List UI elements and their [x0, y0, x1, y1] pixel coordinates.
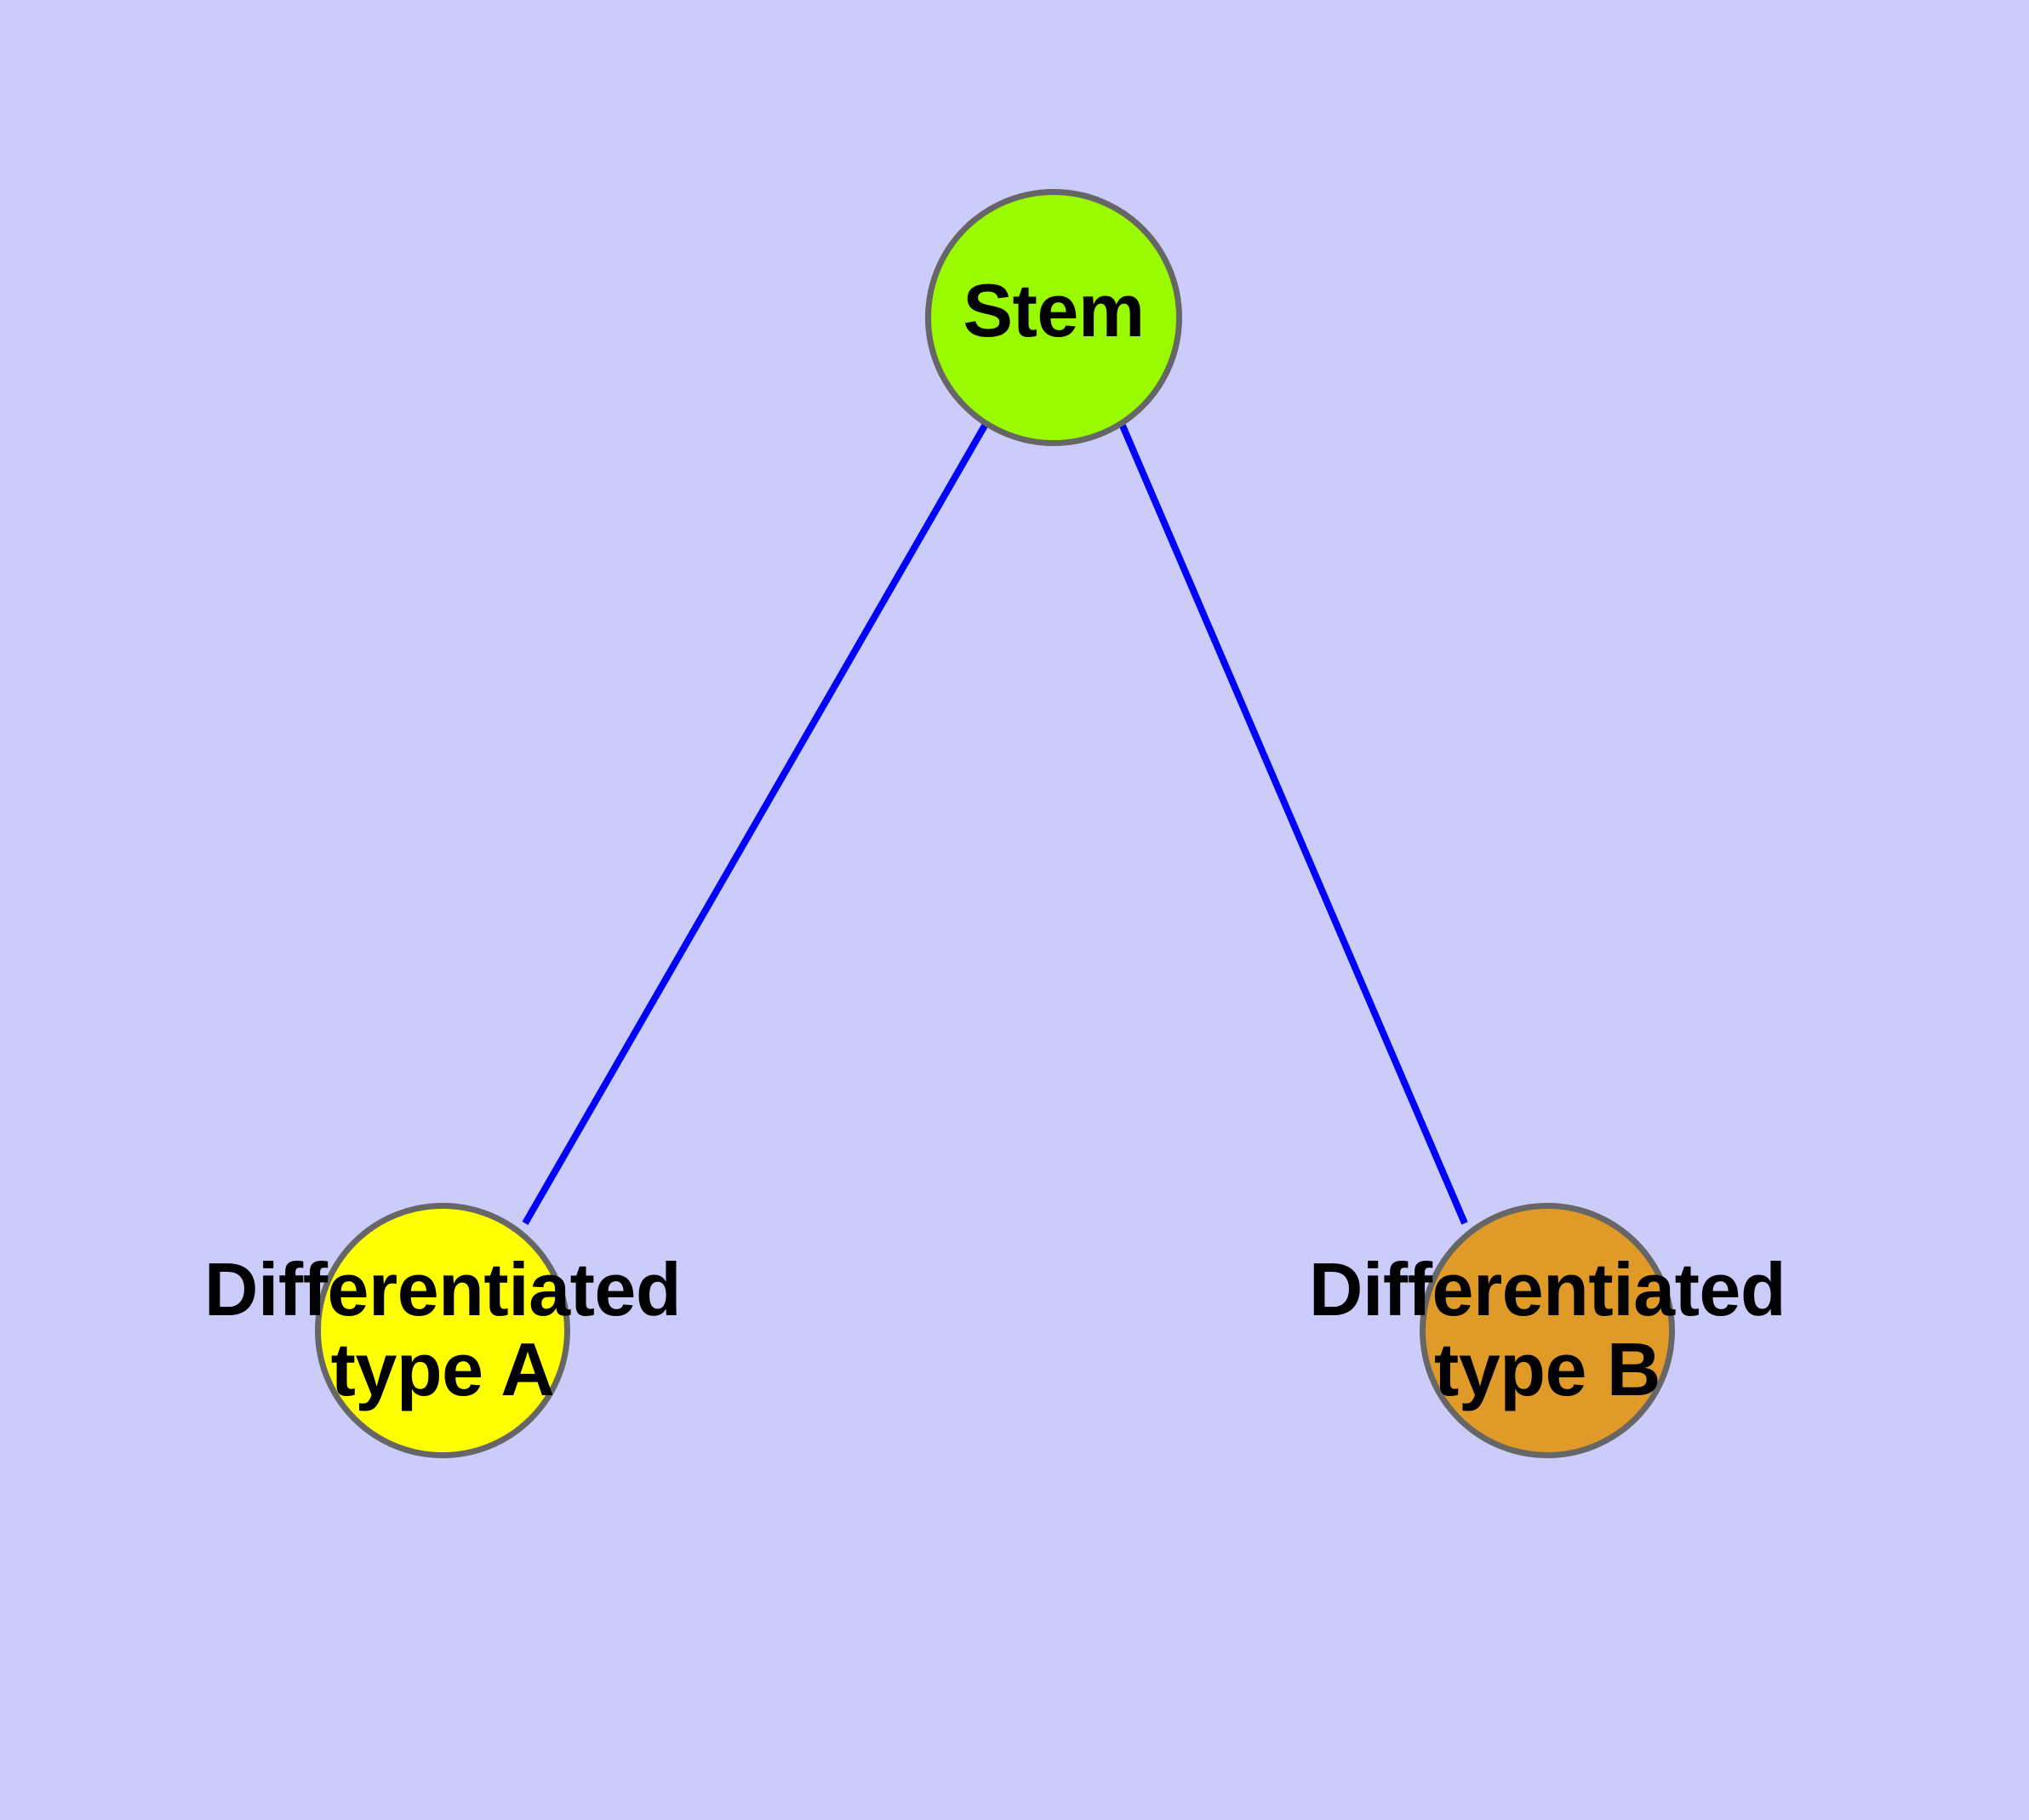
node-label-differentiated-type-a-line2: type A	[330, 1327, 555, 1411]
node-differentiated-type-a[interactable]	[315, 1203, 570, 1458]
edge-stem-to-diff-b	[1119, 424, 1468, 1225]
node-label-differentiated-type-a-line1: Differentiated	[203, 1247, 682, 1331]
node-differentiated-type-b[interactable]	[1420, 1203, 1675, 1458]
node-label-differentiated-type-b-line2: type B	[1434, 1327, 1660, 1411]
edge-stem-to-diff-a	[522, 424, 988, 1225]
node-label-stem: Stem	[963, 268, 1145, 352]
node-stem[interactable]	[925, 189, 1182, 446]
node-label-differentiated-type-b-line1: Differentiated	[1308, 1247, 1786, 1331]
